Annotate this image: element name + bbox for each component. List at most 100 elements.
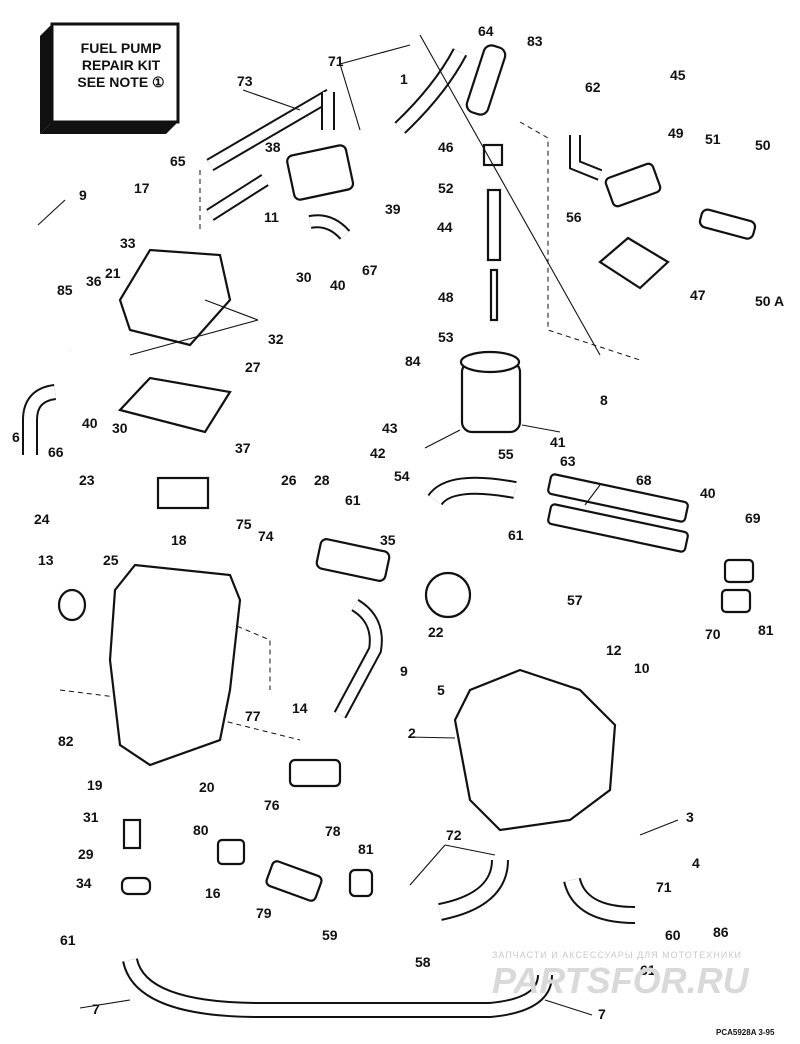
callout-label: 1 (400, 71, 408, 87)
callout-label: 61 (508, 527, 524, 543)
footer-code: PCA5928A 3-95 (716, 1028, 775, 1037)
callout-label: 51 (705, 131, 721, 147)
callout-label: 28 (314, 472, 330, 488)
callout-label: 70 (705, 626, 721, 642)
leader-line (544, 999, 593, 1016)
callout-label: 24 (34, 511, 50, 527)
hose-60 (565, 877, 636, 922)
leader-line (204, 299, 259, 321)
callout-label: 34 (76, 875, 92, 891)
callout-label: 8 (600, 392, 608, 408)
callout-label: 33 (120, 235, 136, 251)
callout-label: 48 (438, 289, 454, 305)
cover-47 (598, 236, 670, 290)
vapor-separator-top (459, 350, 521, 374)
callout-label: 82 (58, 733, 74, 749)
callout-label: 9 (79, 187, 87, 203)
callout-label: 22 (428, 624, 444, 640)
callout-label: 13 (38, 552, 54, 568)
callout-label: 25 (103, 552, 119, 568)
leader-line (242, 89, 301, 111)
callout-label: 80 (193, 822, 209, 838)
callout-label: 67 (362, 262, 378, 278)
hose-63 (429, 478, 517, 505)
callout-label: 54 (394, 468, 410, 484)
callout-label: 41 (550, 434, 566, 450)
callout-label: 7 (92, 1001, 100, 1017)
callout-label: 32 (268, 331, 284, 347)
float-44 (486, 188, 502, 262)
callout-label: 59 (322, 927, 338, 943)
callout-label: 56 (566, 209, 582, 225)
callout-label: 85 (57, 282, 73, 298)
callout-label: 52 (438, 180, 454, 196)
hose-7 (124, 958, 551, 1016)
callout-label: 50 (755, 137, 771, 153)
callout-label: 30 (112, 420, 128, 436)
note-box-shape (40, 22, 180, 134)
callout-label: 3 (686, 809, 694, 825)
callout-label: 49 (668, 125, 684, 141)
callout-label: 37 (235, 440, 251, 456)
leader-line (407, 736, 456, 739)
callout-label: 76 (264, 797, 280, 813)
retainer-34 (120, 876, 152, 896)
callout-label: 6 (12, 429, 20, 445)
callout-label: 9 (400, 663, 408, 679)
callout-label: 44 (437, 219, 453, 235)
callout-label: 19 (87, 777, 103, 793)
hose-67 (309, 216, 349, 239)
leader-line (409, 844, 446, 886)
injector-76 (288, 758, 342, 788)
seat-46 (482, 143, 504, 167)
callout-label: 40 (700, 485, 716, 501)
callout-label: 61 (640, 962, 656, 978)
callout-label: 71 (656, 879, 672, 895)
leader-line (521, 424, 561, 433)
fitting-31 (122, 818, 142, 850)
valve-50 (698, 208, 757, 240)
callout-label: 61 (345, 492, 361, 508)
callout-label: 71 (328, 53, 344, 69)
leader-line (129, 319, 259, 356)
hose-9b (335, 600, 381, 718)
callout-label: 83 (527, 33, 543, 49)
leader-line (424, 429, 461, 449)
callout-label: 57 (567, 592, 583, 608)
callout-label: 14 (292, 700, 308, 716)
callout-label: 45 (670, 67, 686, 83)
filter-element-35 (315, 538, 391, 582)
cover-37 (156, 476, 210, 510)
callout-label: 27 (245, 359, 261, 375)
callout-label: 86 (713, 924, 729, 940)
callout-label: 61 (60, 932, 76, 948)
filter-cap-22 (424, 571, 472, 619)
callout-label: 29 (78, 846, 94, 862)
callout-label: 84 (405, 353, 421, 369)
callout-label: 46 (438, 139, 454, 155)
callout-label: 4 (692, 855, 700, 871)
leader-line (444, 844, 496, 856)
leader-line (339, 63, 361, 131)
connector-80 (216, 838, 246, 866)
leader-line (639, 819, 679, 836)
callout-label: 17 (134, 180, 150, 196)
callout-label: 2 (408, 725, 416, 741)
hose-65 (207, 175, 268, 220)
callout-label: 40 (330, 277, 346, 293)
callout-label: 20 (199, 779, 215, 795)
callout-label: 42 (370, 445, 386, 461)
hose-9 (25, 205, 74, 354)
callout-label: 62 (585, 79, 601, 95)
leader-line (419, 34, 601, 356)
callout-label: 64 (478, 23, 494, 39)
callout-label: 65 (170, 153, 186, 169)
callout-label: 69 (745, 510, 761, 526)
callout-label: 35 (380, 532, 396, 548)
callout-label: 68 (636, 472, 652, 488)
watermark-logo: PARTSFOR.RU (492, 960, 749, 1001)
callout-label: 11 (264, 209, 279, 225)
callout-label: 12 (606, 642, 622, 658)
